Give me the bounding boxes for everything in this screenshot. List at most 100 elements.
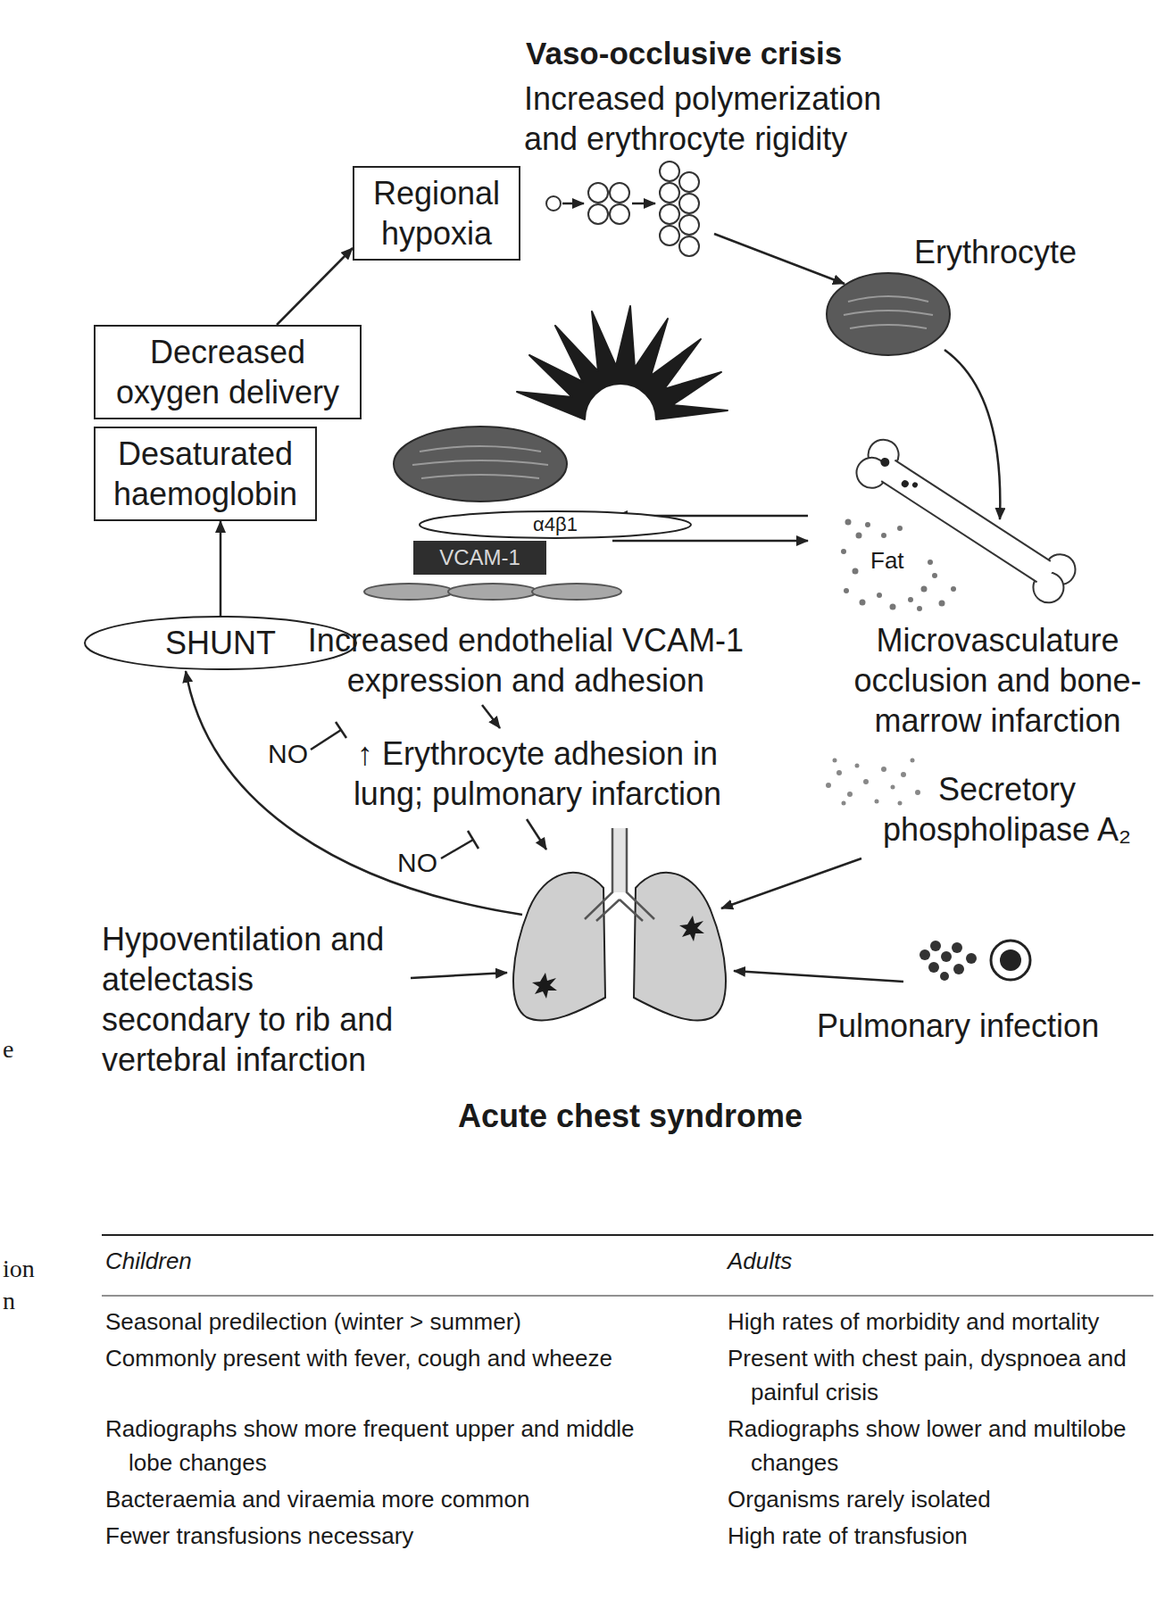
process-box: Desaturated haemoglobin (93, 426, 317, 522)
pathogen (953, 964, 965, 975)
pathogen (940, 972, 949, 982)
table-cell: Commonly present with fever, cough and w… (105, 1341, 677, 1410)
fat-droplets (950, 586, 957, 592)
fat-droplets (852, 568, 859, 575)
pathogen (999, 949, 1022, 972)
polymer-chain (679, 236, 699, 257)
process-box: Regional hypoxia (352, 166, 521, 261)
table-rule (101, 1234, 1154, 1237)
flow-arrow (219, 521, 223, 616)
polymer-chain (588, 204, 608, 225)
bone (899, 479, 910, 490)
fat-droplets (927, 559, 933, 566)
pathogen (930, 940, 941, 952)
mechanism-note: Secretory phospholipase A₂ (859, 769, 1155, 850)
process-arrow (482, 705, 500, 729)
process-note: Increased polymerization and erythrocyte… (524, 78, 922, 159)
erythrocyte (393, 426, 567, 502)
table-cell: High rate of transfusion (727, 1519, 1152, 1554)
process-arrow (410, 973, 508, 979)
erythrocyte (826, 273, 950, 356)
oval-outline (419, 511, 691, 539)
table-cell: Radiographs show more frequent upper and… (105, 1412, 677, 1481)
table-cell: Bacteraemia and viraemia more common (105, 1482, 677, 1517)
fat-droplets (916, 606, 923, 612)
node-text: Desaturated haemoglobin (109, 433, 301, 515)
mechanism-note: Microvasculature occlusion and bone-marr… (843, 620, 1152, 741)
bone (878, 456, 891, 469)
pathogen (919, 940, 1031, 982)
polymer-chain (588, 183, 608, 203)
table-cell: Seasonal predilection (winter > summer) (105, 1305, 677, 1340)
phospholipase-particles (874, 799, 880, 805)
phospholipase-particles (863, 779, 869, 785)
node-text: α4β1 (431, 512, 680, 538)
fat-droplets (939, 600, 946, 608)
mechanism-note: ↑ Erythrocyte adhesion in lung; pulmonar… (327, 733, 748, 815)
process-arrow (632, 202, 656, 206)
process-arrow (714, 233, 845, 284)
polymer-chain (659, 161, 680, 182)
process-arrow (612, 540, 808, 543)
process-box: Decreased oxygen delivery (93, 324, 362, 420)
phospholipase-particles (825, 758, 921, 807)
table-cell: High rates of morbidity and mortality (727, 1305, 1152, 1340)
erythrocyte (843, 296, 933, 329)
lungs (584, 828, 655, 922)
erythrocyte (393, 273, 950, 502)
phospholipase-particles (915, 790, 921, 796)
fat-droplets (865, 522, 871, 528)
pathogen (965, 953, 977, 965)
endothelium (364, 583, 622, 600)
table-rule (101, 1235, 1154, 1297)
phospholipase-particles (825, 782, 832, 789)
mechanism-note: Pulmonary infection (816, 1006, 1148, 1047)
phospholipase-particles (836, 770, 842, 776)
table-cell: Organisms rarely isolated (727, 1482, 1152, 1517)
column-header: Adults (727, 1244, 1152, 1279)
phospholipase-particles (881, 766, 887, 773)
endothelium (532, 583, 622, 600)
fat-droplets (845, 519, 852, 526)
margin-fragment: n (2, 1285, 39, 1317)
inhibition-mark (310, 730, 342, 750)
pathogen (940, 951, 952, 963)
fat-droplets (840, 549, 847, 555)
bone (850, 433, 1082, 609)
lungs (633, 873, 726, 1022)
figure-heading: Acute chest syndrome (407, 1096, 854, 1137)
mechanism-note: Hypoventilation and atelectasis secondar… (101, 919, 410, 1081)
lungs (513, 828, 726, 1021)
inhibition-mark (441, 840, 474, 859)
table-body: Seasonal predilection (winter > summer) H… (105, 1305, 1152, 1554)
section-heading: Vaso-occlusive crisis (525, 33, 901, 74)
inhibitor-label: NO (267, 737, 322, 772)
endothelium (448, 583, 538, 600)
inhibition-mark (467, 831, 479, 849)
process-arrow (944, 349, 1000, 520)
mechanism-note: Increased endothelial VCAM-1 expression … (275, 620, 776, 701)
sickle-cell (516, 306, 728, 420)
phospholipase-particles (855, 764, 860, 769)
endothelium (364, 583, 454, 600)
table-cell: Present with chest pain, dyspnoea and pa… (727, 1341, 1152, 1410)
polymer-chain (679, 193, 699, 214)
bone (911, 481, 919, 489)
process-arrow (526, 819, 547, 850)
flow-arrow (276, 248, 353, 325)
bone (881, 481, 1037, 583)
fat-droplets (840, 519, 957, 613)
fat-droplets (843, 588, 849, 594)
lungs (532, 973, 558, 999)
margin-fragment: ion (2, 1253, 57, 1285)
process-arrow (185, 203, 1000, 982)
margin-fragment: e (2, 1033, 39, 1066)
polymer-chain (679, 172, 699, 192)
lungs (612, 828, 627, 893)
fat-droplets (859, 599, 866, 607)
fat-droplets (897, 525, 903, 532)
inhibitor-label: NO (397, 846, 451, 881)
fat-droplets (907, 597, 914, 603)
pathogen (990, 940, 1031, 981)
